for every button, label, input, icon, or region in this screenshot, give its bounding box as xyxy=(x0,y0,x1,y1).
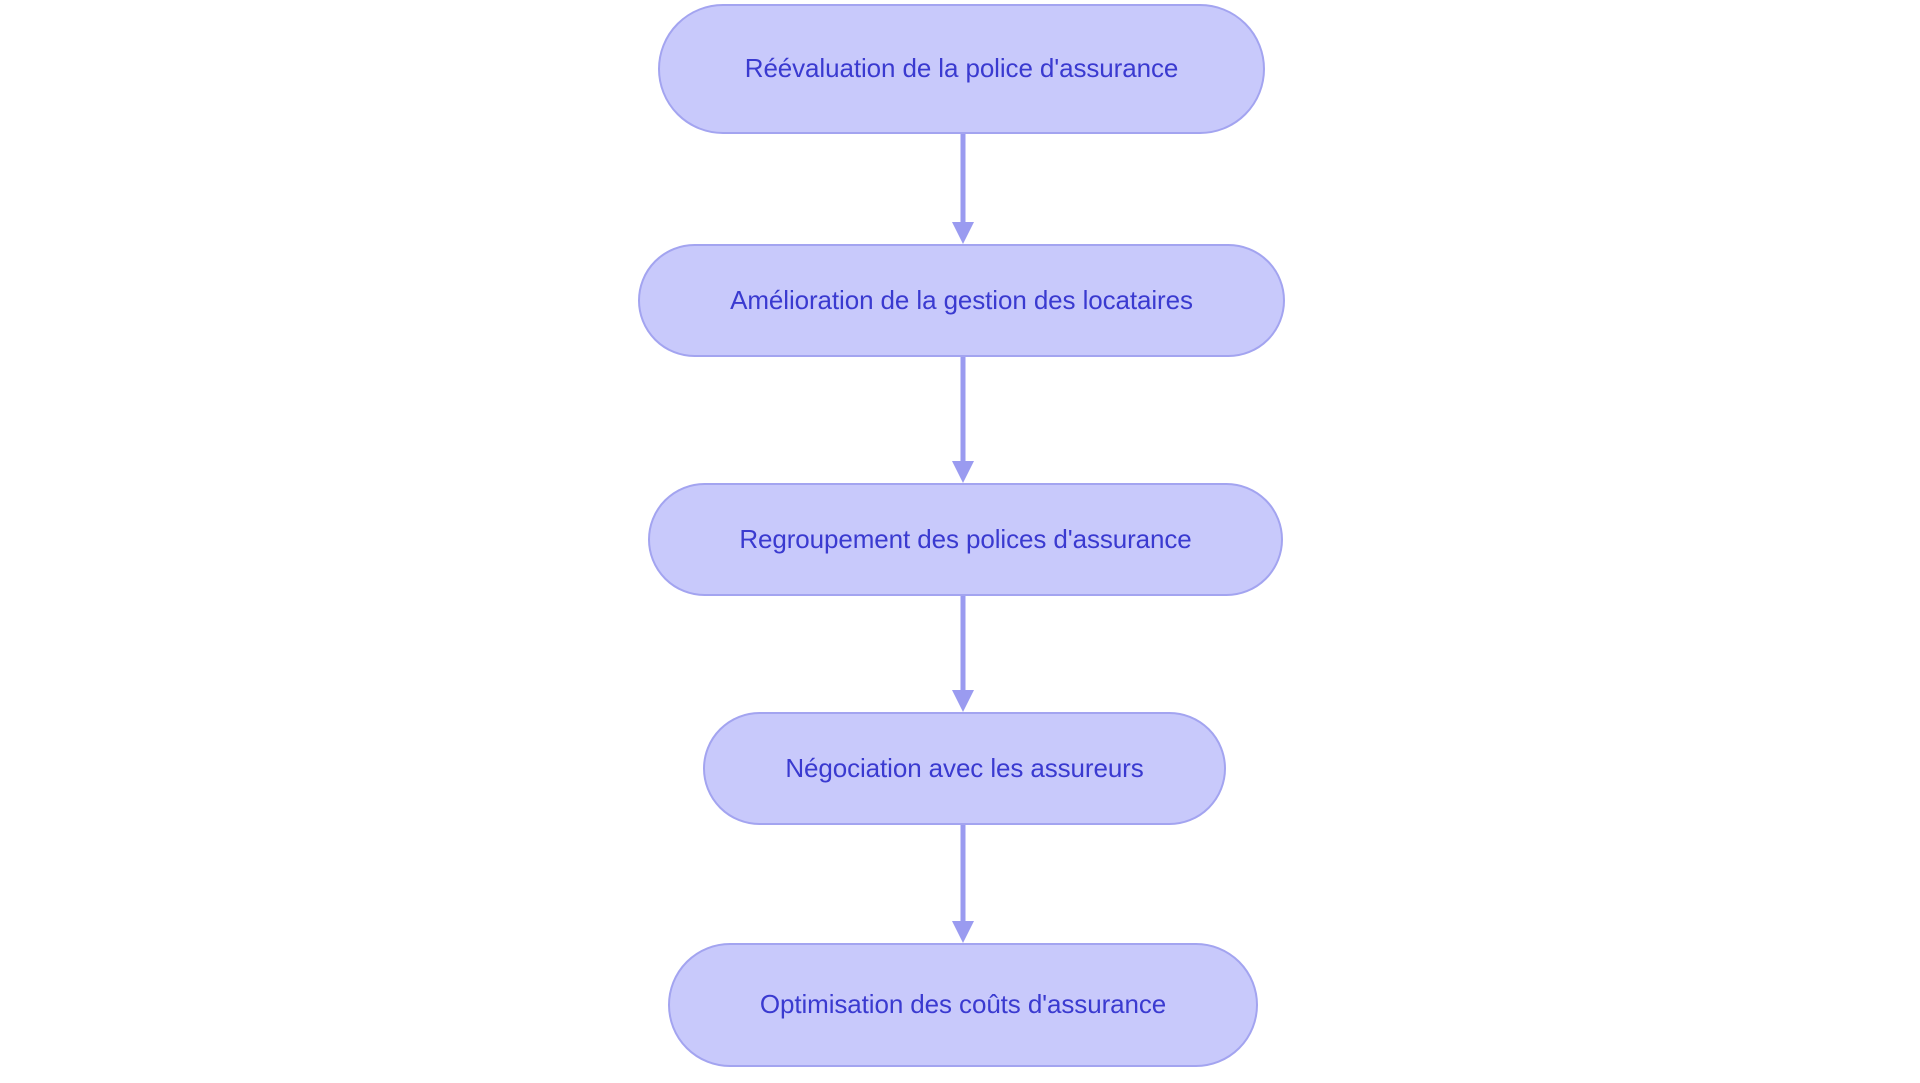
flow-node-amelioration-gestion-locataires[interactable]: Amélioration de la gestion des locataire… xyxy=(638,244,1285,357)
flow-node-reevaluation-police-assurance[interactable]: Réévaluation de la police d'assurance xyxy=(658,4,1265,134)
flow-node-label: Optimisation des coûts d'assurance xyxy=(759,989,1167,1020)
down-arrow-icon xyxy=(952,825,974,943)
flow-node-label: Négociation avec les assureurs xyxy=(785,752,1144,783)
down-arrow-icon xyxy=(952,134,974,244)
flow-node-label: Regroupement des polices d'assurance xyxy=(739,523,1192,554)
flow-connector-2 xyxy=(943,357,983,483)
down-arrow-icon xyxy=(952,596,974,712)
flow-node-negociation-avec-assureurs[interactable]: Négociation avec les assureurs xyxy=(703,712,1226,825)
flow-connector-1 xyxy=(943,134,983,244)
flow-node-label: Amélioration de la gestion des locataire… xyxy=(730,284,1193,315)
flow-node-label: Réévaluation de la police d'assurance xyxy=(744,53,1179,84)
flow-connector-4 xyxy=(943,825,983,943)
down-arrow-icon xyxy=(952,357,974,483)
flow-node-regroupement-polices-assurance[interactable]: Regroupement des polices d'assurance xyxy=(648,483,1283,596)
flow-connector-3 xyxy=(943,596,983,712)
flow-node-optimisation-couts-assurance[interactable]: Optimisation des coûts d'assurance xyxy=(668,943,1258,1067)
